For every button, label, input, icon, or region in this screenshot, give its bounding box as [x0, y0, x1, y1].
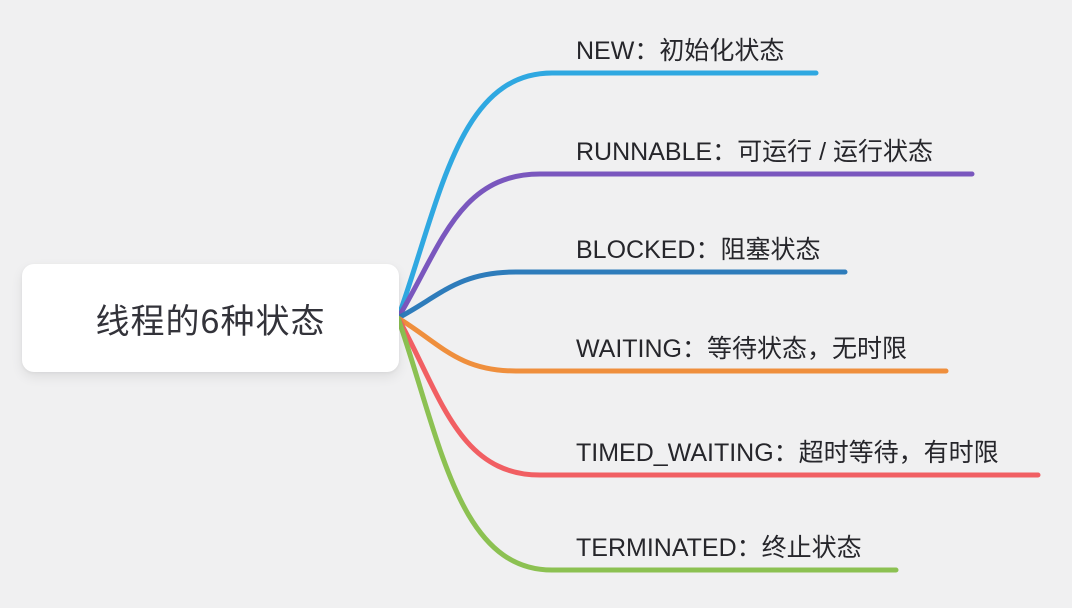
branch-curve-new [395, 70, 819, 321]
branch-label-waiting[interactable]: WAITING：等待状态，无时限 [576, 335, 908, 363]
branch-label-new[interactable]: NEW：初始化状态 [576, 37, 785, 65]
branch-curve-blocked [395, 269, 848, 321]
root-node-label: 线程的6种状态 [95, 302, 326, 341]
branch-curve-timed-waiting [395, 315, 1041, 478]
branch-label-terminated[interactable]: TERMINATED：终止状态 [576, 534, 862, 562]
branch-label-runnable[interactable]: RUNNABLE：可运行 / 运行状态 [576, 138, 933, 166]
branch-curve-runnable [395, 171, 975, 321]
branch-label-blocked[interactable]: BLOCKED：阻塞状态 [576, 236, 821, 264]
branch-label-timed-waiting[interactable]: TIMED_WAITING：超时等待，有时限 [576, 439, 999, 467]
branch-curve-waiting [395, 315, 949, 374]
branch-curve-terminated [395, 315, 899, 573]
root-node-thread-states[interactable]: 线程的6种状态 [22, 264, 399, 372]
